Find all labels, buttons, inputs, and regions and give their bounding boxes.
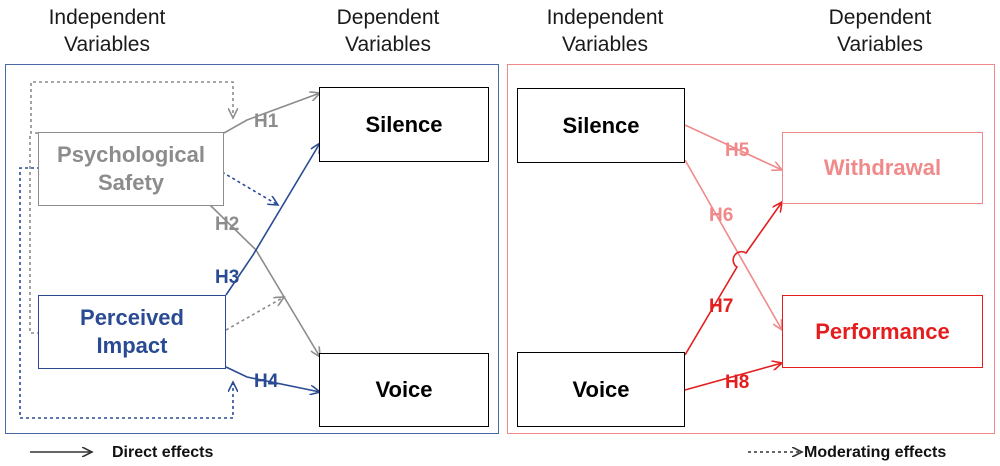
label-h8: H8: [725, 372, 750, 393]
node-psychological-safety: Psychological Safety: [38, 132, 224, 206]
left-independent-header: Independent Variables: [48, 6, 166, 56]
label-h7: H7: [709, 296, 734, 317]
left-panel: [5, 64, 499, 434]
arrow-h5: [684, 124, 782, 170]
legend-direct-label: Direct effects: [112, 444, 214, 461]
arrow-h3: [225, 143, 320, 296]
arrow-h6: [684, 159, 782, 330]
moderating-arrow-pi-h2: [225, 297, 284, 331]
label-h6: H6: [709, 205, 734, 226]
node-voice-left: Voice: [319, 353, 489, 427]
label-h2: H2: [215, 214, 240, 235]
right-independent-header: Independent Variables: [546, 6, 664, 56]
node-voice-right: Voice: [517, 352, 685, 427]
right-panel: [507, 64, 995, 434]
legend-moderating-label: Moderating effects: [804, 444, 947, 461]
node-perceived-impact: Perceived Impact: [38, 295, 226, 369]
moderating-arrow-ps-top: [30, 81, 233, 134]
label-h3: H3: [215, 267, 240, 288]
left-dependent-header: Dependent Variables: [336, 6, 440, 56]
node-silence-right: Silence: [517, 88, 685, 163]
moderating-arrow-pi-bottom: [19, 167, 233, 419]
arrow-h7: [684, 202, 782, 356]
arrow-h4: [225, 366, 320, 392]
label-h1: H1: [254, 111, 279, 132]
moderating-arrow-ps-h3: [221, 171, 278, 205]
label-h5: H5: [725, 140, 750, 161]
node-silence-left: Silence: [319, 87, 489, 162]
node-performance: Performance: [782, 295, 983, 368]
arrow-h1: [223, 93, 320, 134]
label-h4: H4: [254, 371, 279, 392]
node-withdrawal: Withdrawal: [782, 132, 983, 204]
arrow-h8: [684, 363, 782, 391]
right-dependent-header: Dependent Variables: [828, 6, 932, 56]
